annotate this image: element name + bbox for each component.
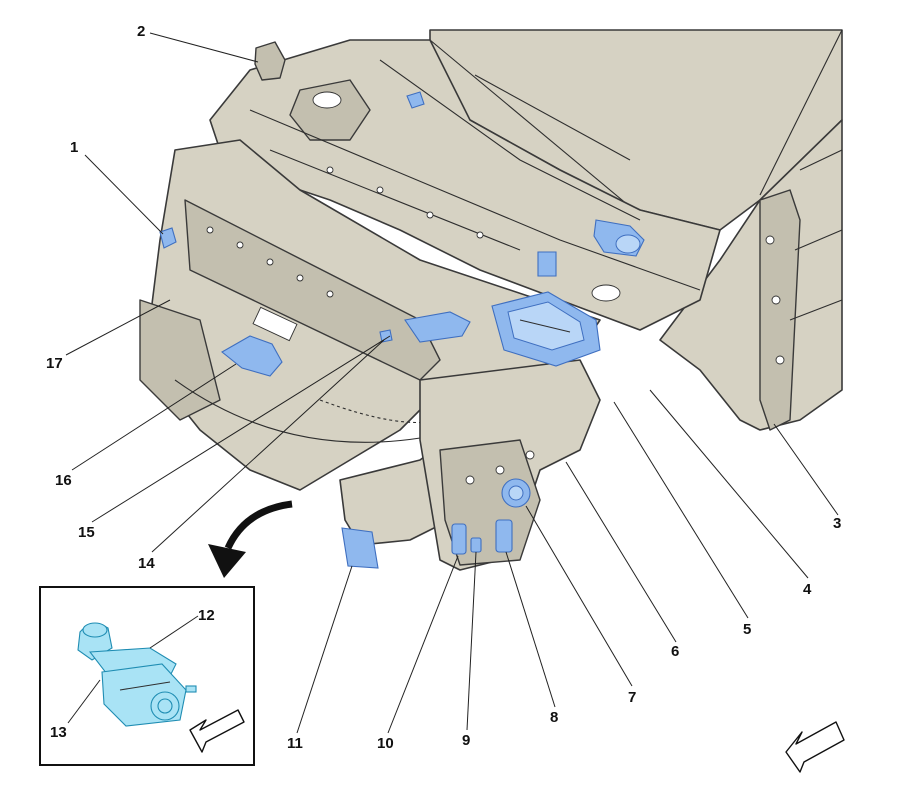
- callout-8: 8: [550, 709, 558, 726]
- inset-direction-arrow-icon: [189, 709, 245, 753]
- callout-4: 4: [803, 581, 812, 598]
- callout-9: 9: [462, 732, 470, 749]
- component-9-washer-sensor: [470, 537, 482, 553]
- callout-2: 2: [137, 23, 145, 40]
- highlighted-components: [159, 41, 645, 569]
- callout-1: 1: [70, 139, 78, 156]
- callout-17: 17: [46, 355, 63, 372]
- callout-10: 10: [377, 735, 394, 752]
- leader-lines: [65, 32, 839, 734]
- component-8-washer-pump: [495, 519, 513, 553]
- callout-12: 12: [198, 607, 215, 624]
- callout-14: 14: [138, 555, 155, 572]
- component-1-sensor: [159, 227, 177, 249]
- component-10-washer-pump: [451, 523, 467, 555]
- inset-detail: [39, 586, 255, 766]
- callout-labels: 1 2 3 4 5 6 7 8 9 10 11 12 13 14 15 16 1…: [46, 23, 841, 752]
- callout-11: 11: [287, 735, 303, 752]
- curved-zoom-arrow-icon: [208, 500, 293, 578]
- component-16-harness: [221, 335, 283, 377]
- callout-13: 13: [50, 724, 67, 741]
- radiator-support: [139, 139, 601, 491]
- component-11-radar-module: [341, 527, 379, 569]
- callout-15: 15: [78, 524, 95, 541]
- callout-3: 3: [833, 515, 841, 532]
- component-bracket: [537, 251, 557, 277]
- callout-5: 5: [743, 621, 751, 638]
- front-direction-arrow-icon: [785, 721, 845, 773]
- component-wire-harness: [404, 311, 471, 343]
- callout-7: 7: [628, 689, 636, 706]
- component-small-sensor: [379, 329, 393, 343]
- callout-6: 6: [671, 643, 679, 660]
- cowl-and-strut-towers: [209, 39, 721, 331]
- component-2-bracket: [254, 41, 286, 81]
- lower-frame-rail: [339, 359, 601, 571]
- callout-16: 16: [55, 472, 72, 489]
- component-cowl-sensor: [406, 91, 425, 109]
- body-side-structure: [659, 119, 843, 431]
